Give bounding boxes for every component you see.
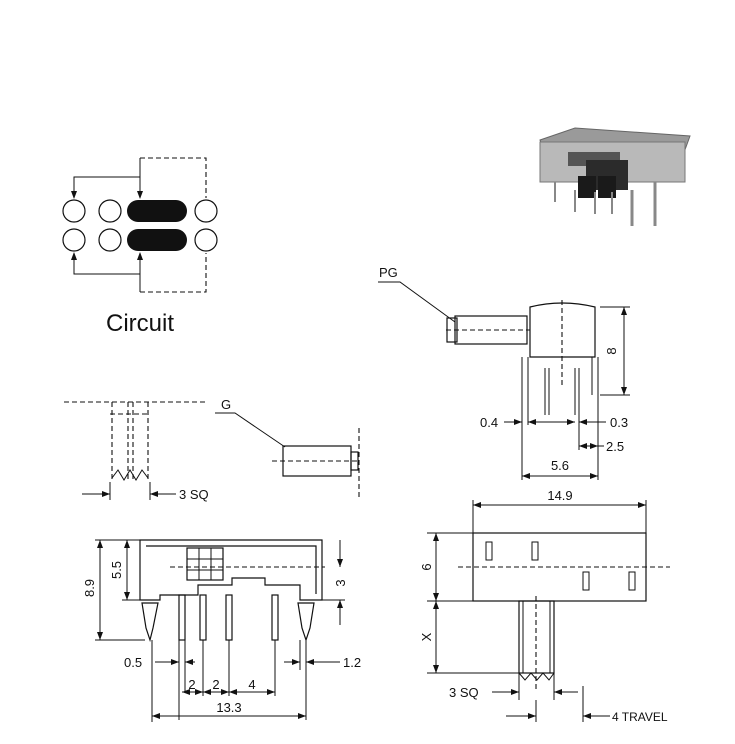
dim-pitch-3: 4 <box>248 677 255 692</box>
terminal-circle <box>98 228 122 252</box>
top-view: 14.9 6 X 3 SQ 4 TRAVEL <box>419 488 670 724</box>
terminal-circle <box>62 199 86 223</box>
dim-13-3: 13.3 <box>216 700 241 715</box>
dim-x: X <box>419 632 434 641</box>
pg-label: PG <box>379 265 398 280</box>
g-label: G <box>221 397 231 412</box>
terminal-circle <box>62 228 86 252</box>
dim-0-5: 0.5 <box>124 655 142 670</box>
switch-photo <box>539 127 691 226</box>
dim-8-9: 8.9 <box>82 579 97 597</box>
dim-5-5: 5.5 <box>109 561 124 579</box>
actuator-g: G <box>215 397 360 500</box>
travel-label: 4 TRAVEL <box>612 710 668 724</box>
contact-bridge-bottom <box>127 229 187 251</box>
pin-detail: 3 SQ <box>64 401 209 502</box>
dim-5-6: 5.6 <box>551 458 569 473</box>
sq-label-left: 3 SQ <box>179 487 209 502</box>
front-view: 8.9 5.5 3 0.5 1.2 <box>82 539 361 722</box>
dim-1-2: 1.2 <box>343 655 361 670</box>
dim-pitch-1: 2 <box>188 677 195 692</box>
side-view-pg: PG 8 0.4 0.3 2 <box>378 265 630 480</box>
dim-pitch-2: 2 <box>212 677 219 692</box>
circuit-diagram: Circuit <box>62 157 218 337</box>
dim-0-4: 0.4 <box>480 415 498 430</box>
dim-2-5: 2.5 <box>606 439 624 454</box>
terminal-circle <box>98 199 122 223</box>
dim-8: 8 <box>604 347 619 354</box>
terminal-circle <box>194 228 218 252</box>
dim-0-3: 0.3 <box>610 415 628 430</box>
terminal-circle <box>194 199 218 223</box>
dim-14-9: 14.9 <box>547 488 572 503</box>
sq-label-bottom: 3 SQ <box>449 685 479 700</box>
contact-bridge-top <box>127 200 187 222</box>
circuit-label: Circuit <box>106 310 174 337</box>
dim-6: 6 <box>419 563 434 570</box>
dim-3: 3 <box>333 579 348 586</box>
